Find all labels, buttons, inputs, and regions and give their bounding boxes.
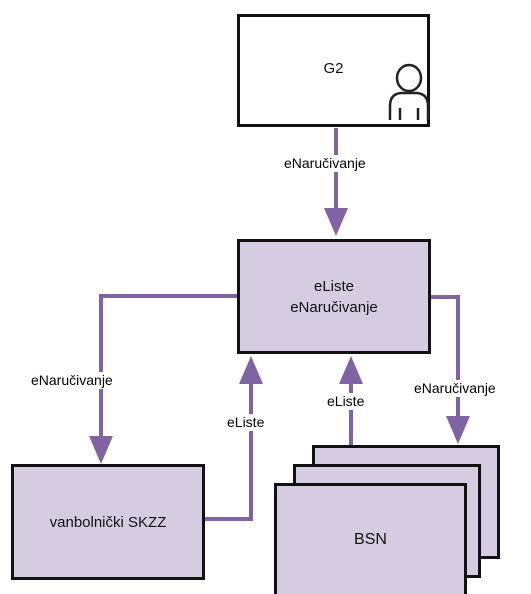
skzz-label: vanbolnički SKZZ [49, 513, 167, 531]
arrowhead-skzz-to-center [239, 356, 263, 384]
bsn-node: BSN [274, 483, 467, 594]
vanbolnicki-skzz-node: vanbolnički SKZZ [11, 464, 205, 580]
eliste-enarucivanje-node: eListe eNaručivanje [237, 239, 431, 354]
g2-label: G2 [323, 60, 344, 77]
arrow-center-to-skzz [99, 294, 237, 440]
edge-label-g2-to-center: eNaručivanje [283, 155, 367, 172]
center-line-1: eListe [313, 277, 355, 295]
arrowhead-center-to-bsn [446, 416, 470, 444]
center-line-2: eNaručivanje [290, 298, 378, 316]
user-icon [388, 63, 430, 120]
arrowhead-bsn-to-center [339, 356, 363, 384]
arrow-center-to-bsn [431, 295, 460, 420]
bsn-label: BSN [354, 531, 387, 548]
arrow-skzz-to-center [205, 380, 253, 521]
arrowhead-g2-to-center [324, 208, 348, 236]
g2-node: G2 [237, 14, 430, 127]
edge-label-center-to-bsn: eNaručivanje [413, 380, 497, 397]
edge-label-bsn-to-center: eListe [326, 393, 366, 410]
arrowhead-center-to-skzz [89, 436, 113, 464]
edge-label-skzz-to-center: eListe [226, 414, 266, 431]
edge-label-center-to-skzz: eNaručivanje [30, 372, 114, 389]
